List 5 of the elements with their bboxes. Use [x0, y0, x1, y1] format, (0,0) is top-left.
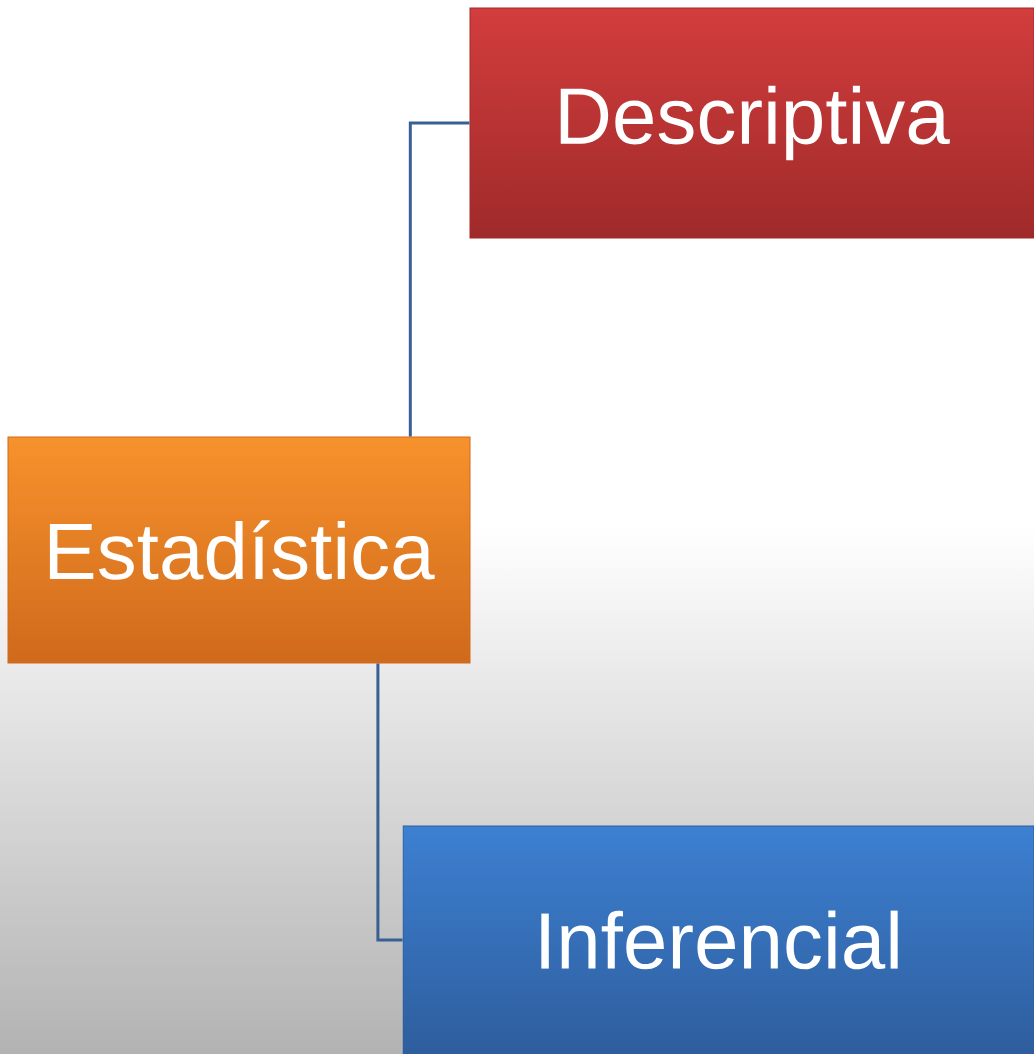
process-box: Inferencial [402, 825, 1034, 1054]
process-box: Descriptiva [469, 7, 1034, 239]
connector-line [408, 121, 470, 437]
connector-line [376, 663, 403, 942]
process-box: Estadística [7, 436, 471, 664]
